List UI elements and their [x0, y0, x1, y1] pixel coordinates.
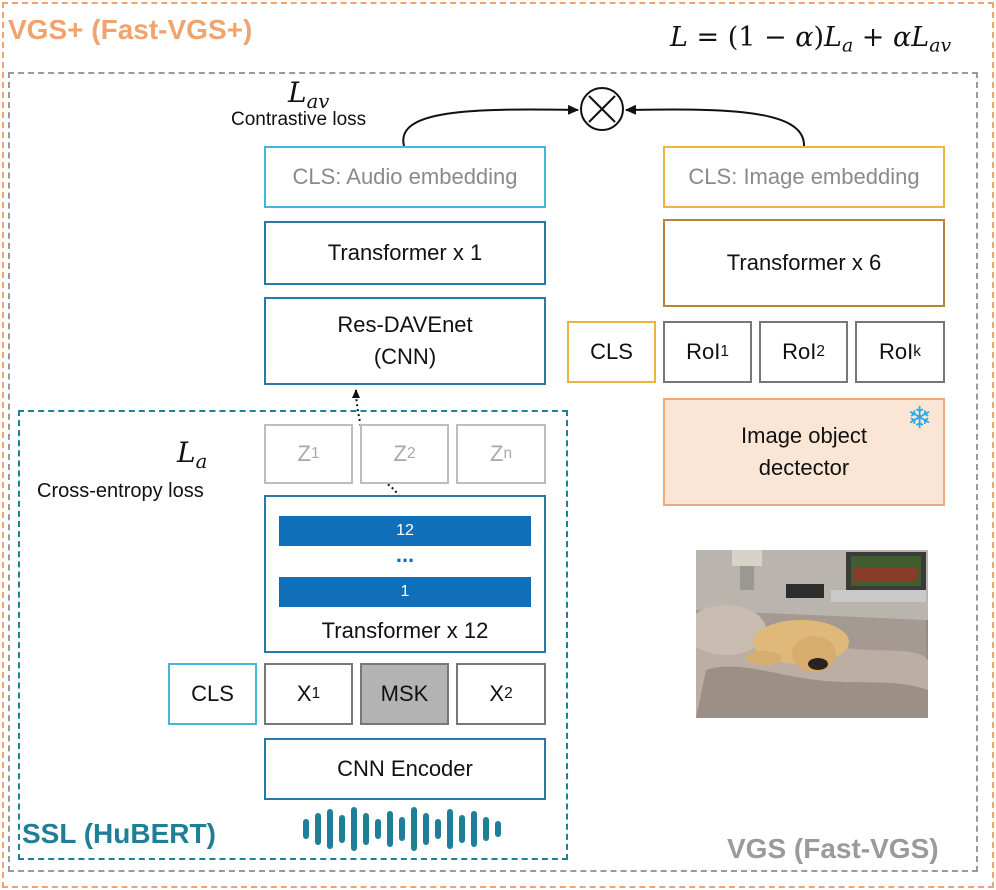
audio-cls-token: CLS [168, 663, 257, 725]
ssl-label: SSL (HuBERT) [22, 818, 216, 849]
cnn-encoder: CNN Encoder [264, 738, 546, 800]
detector-line2: dectector [758, 455, 850, 480]
transformer-layer-1: 1 [279, 577, 531, 607]
dot-product-icon [580, 87, 624, 131]
vgs-frame [8, 72, 978, 872]
transformer-layer-12: 12 [279, 516, 531, 546]
cls-image-embedding: CLS: Image embedding [663, 146, 945, 208]
contrastive-loss-label: Contrastive loss [231, 109, 367, 130]
vgs-label: VGS (Fast-VGS) [727, 833, 939, 864]
transformer-x12-label: Transformer x 12 [321, 618, 489, 643]
transformer-x1: Transformer x 1 [264, 221, 546, 285]
detector-line1: Image object [741, 423, 867, 449]
crossentropy-loss-label: Cross-entropy loss [37, 480, 204, 502]
cls-audio-embedding: CLS: Audio embedding [264, 146, 546, 208]
image-cls-token: CLS [567, 321, 656, 383]
audio-to-product-arrow [402, 104, 579, 147]
image-to-product-arrow [625, 104, 806, 147]
snowflake-icon: ❄ [907, 401, 933, 436]
res-davenet-cnn: Res-DAVEnet (CNN) [264, 297, 546, 385]
vgs-plus-label: VGS+ (Fast-VGS+) [8, 14, 253, 45]
ssl-frame [18, 410, 568, 860]
total-loss-equation: L = (1 − α)La + αLav [670, 22, 952, 57]
res-davenet-line1: Res-DAVEnet [337, 312, 473, 338]
crossentropy-loss-symbol: La [177, 436, 208, 473]
waveform-icon [303, 807, 501, 851]
mask-token: MSK [360, 663, 449, 725]
image-object-detector: Image object dectector [663, 398, 945, 506]
dog-photo [696, 550, 928, 718]
contrastive-loss-symbol: Lav [288, 76, 330, 113]
layer-ellipsis: ... [395, 542, 415, 567]
transformer-x6: Transformer x 6 [663, 219, 945, 307]
res-davenet-line2: (CNN) [373, 344, 437, 369]
